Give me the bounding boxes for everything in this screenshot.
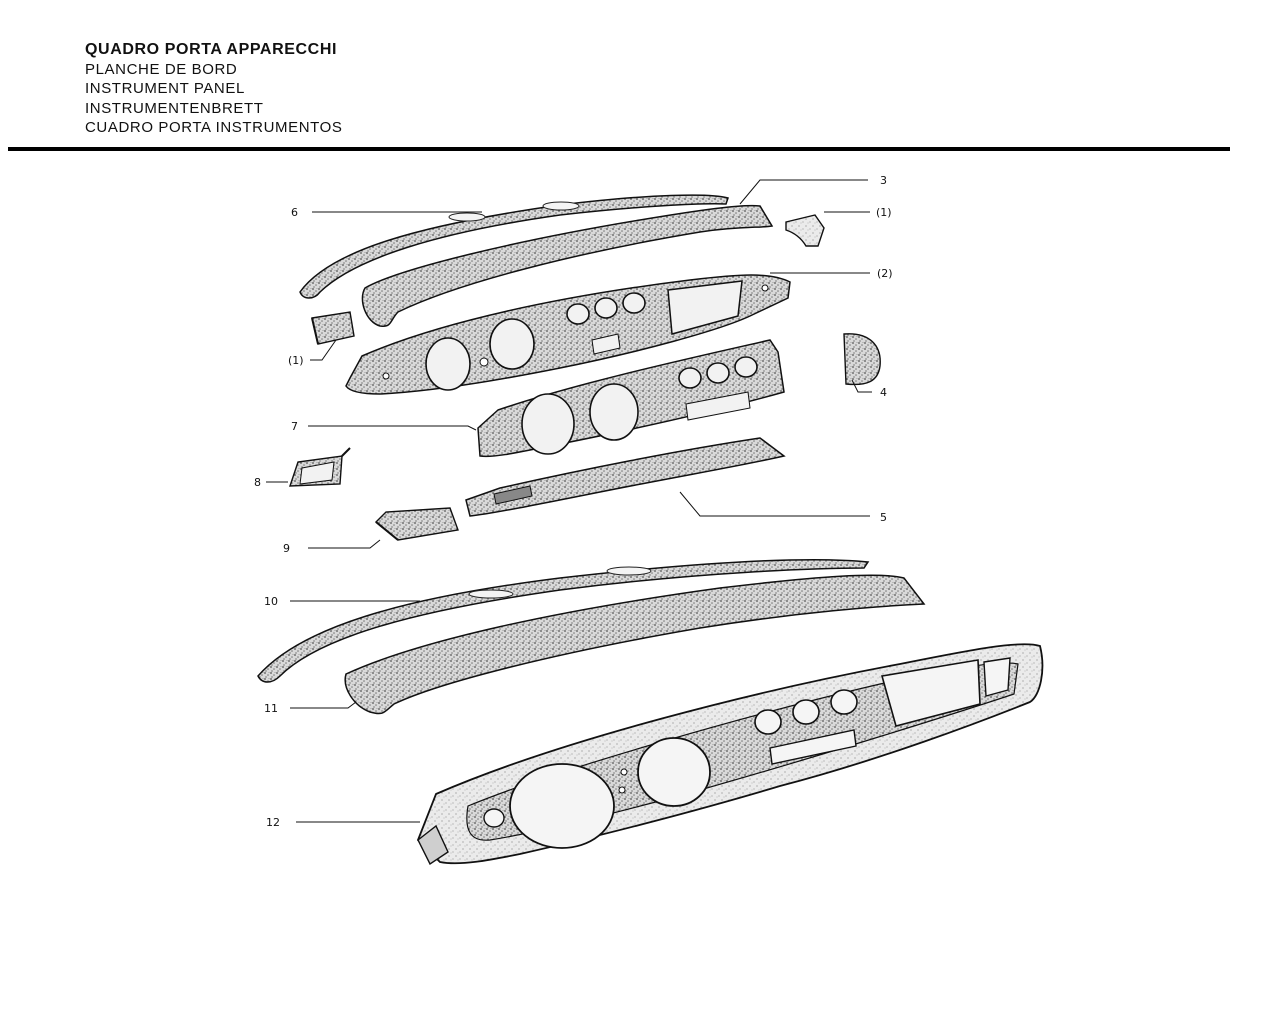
title-en: INSTRUMENT PANEL (85, 80, 245, 97)
title-it: QUADRO PORTA APPARECCHI (85, 41, 338, 58)
part-1-end-cap-right (785, 214, 825, 247)
part-3-padded-top (361, 204, 774, 328)
callout-8: 8 (254, 476, 261, 489)
part-5-shelf (465, 437, 786, 517)
part-7-instrument-housing (477, 339, 785, 458)
title-de: INSTRUMENTENBRETT (85, 99, 264, 117)
callout-10: 10 (264, 595, 278, 608)
header: QUADRO PORTA APPARECCHI PLANCHE DE BORD … (85, 40, 343, 138)
callout-1-right: (1) (876, 206, 892, 219)
part-4-side-cap (843, 333, 881, 386)
header-rule (8, 147, 1230, 151)
callout-12: 12 (266, 816, 280, 829)
title-es: CUADRO PORTA INSTRUMENTOS (85, 119, 343, 136)
callout-labels: 6 3 (1) (2) (1) 4 7 8 5 9 10 11 12 (254, 174, 893, 829)
part-6-trim-strip (299, 194, 729, 299)
callout-3: 3 (880, 174, 887, 187)
callout-2: (2) (877, 267, 893, 280)
callout-6: 6 (291, 206, 298, 219)
title-fr: PLANCHE DE BORD (85, 60, 238, 78)
part-9-glovebox (374, 507, 459, 541)
part-2-instrument-frame (345, 274, 791, 395)
part-10-lower-strip (257, 558, 870, 683)
callout-4: 4 (880, 386, 887, 399)
part-12-dashboard-frame (416, 643, 1044, 866)
callout-5: 5 (880, 511, 887, 524)
callout-11: 11 (264, 702, 278, 715)
part-1-end-cap-left (311, 311, 355, 345)
callout-7: 7 (291, 420, 298, 433)
part-8-ashtray (289, 447, 351, 487)
leader-lines (266, 179, 872, 823)
callout-9: 9 (283, 542, 290, 555)
callout-1-left: (1) (288, 354, 304, 367)
part-11-lower-padded-top (344, 574, 926, 715)
